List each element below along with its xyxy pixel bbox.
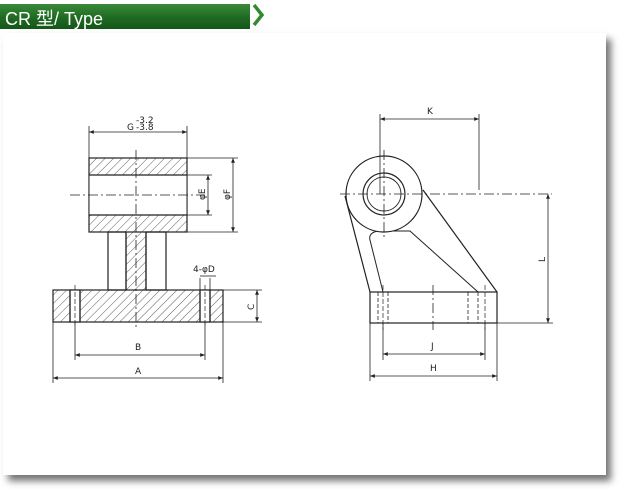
label-h: H xyxy=(430,364,437,374)
header-bar: CR 型/ Type xyxy=(0,4,250,29)
label-j: J xyxy=(430,342,434,352)
label-g: G xyxy=(127,123,134,133)
label-a: A xyxy=(135,367,142,377)
arm-inner xyxy=(369,230,479,293)
label-b: B xyxy=(135,343,141,353)
side-view xyxy=(340,150,552,330)
label-e: φE xyxy=(198,188,208,200)
front-dimensions: G -3.2 -3.8 φE φF 4-φD C B A xyxy=(52,116,262,383)
label-f: φF xyxy=(223,189,233,200)
section-title: CR 型/ Type xyxy=(5,9,104,29)
label-c: C xyxy=(247,304,257,310)
label-g-tol-lower: -3.8 xyxy=(136,123,154,133)
side-base-plate xyxy=(369,291,498,324)
chevron-right-icon xyxy=(252,3,265,27)
label-d: 4-φD xyxy=(193,265,215,275)
front-view xyxy=(52,150,224,330)
base-plate xyxy=(52,289,224,323)
side-dimensions: K L J H xyxy=(369,107,553,381)
label-l: L xyxy=(538,257,548,262)
label-k: K xyxy=(427,107,434,117)
label-g-tol-upper: -3.2 xyxy=(136,116,154,126)
arm-outline xyxy=(344,189,498,293)
drawing-panel xyxy=(3,33,606,475)
